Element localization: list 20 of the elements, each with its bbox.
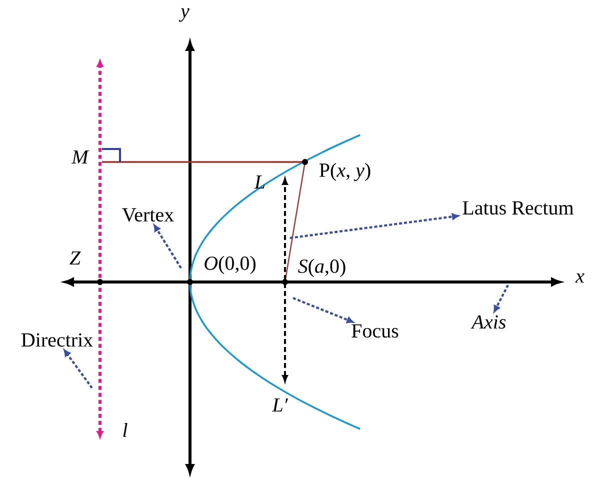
leader-arrow — [494, 284, 509, 312]
point-label: L′ — [272, 398, 288, 412]
point-label: P(x, y) — [319, 162, 370, 182]
point-label: S(a,0) — [298, 258, 346, 278]
leader-arrow — [292, 296, 354, 324]
leader-arrow — [290, 213, 459, 240]
point-label: M — [71, 150, 90, 164]
point-label: L — [254, 175, 265, 189]
annotation-label: Vertex — [122, 208, 174, 222]
leader-arrow — [154, 224, 182, 269]
point-label: Z — [70, 251, 81, 265]
annotation-label: Axis — [470, 315, 506, 329]
axis-label: x — [575, 273, 584, 283]
leader-arrow — [64, 350, 93, 389]
annotation-label: Latus Rectum — [462, 201, 574, 215]
point-label: O(0,0) — [204, 256, 256, 274]
annotation-label: Focus — [352, 324, 398, 338]
line-label: l — [123, 423, 128, 437]
annotation-label: Directrix — [22, 333, 93, 347]
axis-label: y — [178, 8, 190, 22]
